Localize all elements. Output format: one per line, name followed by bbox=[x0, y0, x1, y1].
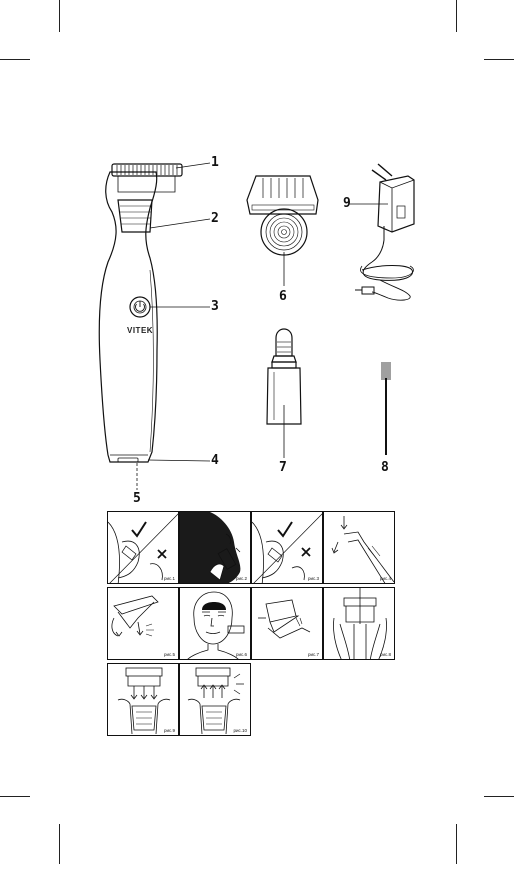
callout-3: 3 bbox=[211, 299, 219, 314]
trimmer-body-shade bbox=[149, 269, 154, 453]
crop-mark bbox=[456, 824, 457, 864]
figure-1: рис.1 bbox=[107, 511, 179, 584]
callout-9: 9 bbox=[343, 196, 351, 211]
figure-label: рис.1 bbox=[163, 576, 175, 581]
callout-4: 4 bbox=[211, 453, 219, 468]
figure-2: рис.2 bbox=[179, 511, 251, 584]
figure-label: рис.8 bbox=[379, 652, 391, 657]
instruction-figures: рис.1 рис.2 рис.3 bbox=[107, 511, 397, 736]
comb-attachment bbox=[246, 175, 319, 215]
crop-mark bbox=[0, 796, 30, 797]
figure-label: рис.3 bbox=[307, 576, 319, 581]
crop-mark bbox=[484, 59, 514, 60]
crop-mark bbox=[484, 796, 514, 797]
callout-5: 5 bbox=[133, 491, 141, 506]
callout-6: 6 bbox=[279, 289, 287, 304]
figure-5: рис.5 bbox=[107, 587, 179, 660]
figure-label: рис.7 bbox=[307, 652, 319, 657]
callout-8: 8 bbox=[381, 460, 389, 475]
power-adapter bbox=[377, 175, 415, 233]
figure-label: рис.10 bbox=[233, 728, 247, 733]
figure-6: рис.6 bbox=[179, 587, 251, 660]
crop-mark bbox=[456, 0, 457, 32]
product-illustration bbox=[98, 162, 415, 490]
figure-label: рис.4 bbox=[379, 576, 391, 581]
figure-label: рис.6 bbox=[235, 652, 247, 657]
cleaning-brush bbox=[381, 362, 391, 455]
figure-label: рис.2 bbox=[235, 576, 247, 581]
callout-7: 7 bbox=[279, 460, 287, 475]
figure-label: рис.9 bbox=[163, 728, 175, 733]
crop-mark bbox=[0, 59, 30, 60]
cross-icon bbox=[157, 549, 167, 559]
cross-icon bbox=[301, 547, 311, 557]
figure-4: рис.4 bbox=[323, 511, 395, 584]
figure-9: рис.9 bbox=[107, 663, 179, 736]
callout-1: 1 bbox=[211, 155, 219, 170]
figure-label: рис.5 bbox=[163, 652, 175, 657]
crop-mark bbox=[59, 0, 60, 32]
check-icon bbox=[277, 521, 293, 538]
figure-3: рис.3 bbox=[251, 511, 323, 584]
callout-2: 2 bbox=[211, 211, 219, 226]
figure-8: рис.8 bbox=[323, 587, 395, 660]
head-grille bbox=[117, 199, 153, 233]
trimmer-body bbox=[98, 171, 158, 463]
blade-head bbox=[111, 163, 183, 177]
crop-mark bbox=[59, 824, 60, 864]
figure-10: рис.10 bbox=[179, 663, 251, 736]
figure-7: рис.7 bbox=[251, 587, 323, 660]
nose-trimmer-attachment bbox=[275, 328, 293, 357]
check-icon bbox=[131, 521, 147, 538]
brand-logo-text: VITEK bbox=[127, 326, 154, 335]
